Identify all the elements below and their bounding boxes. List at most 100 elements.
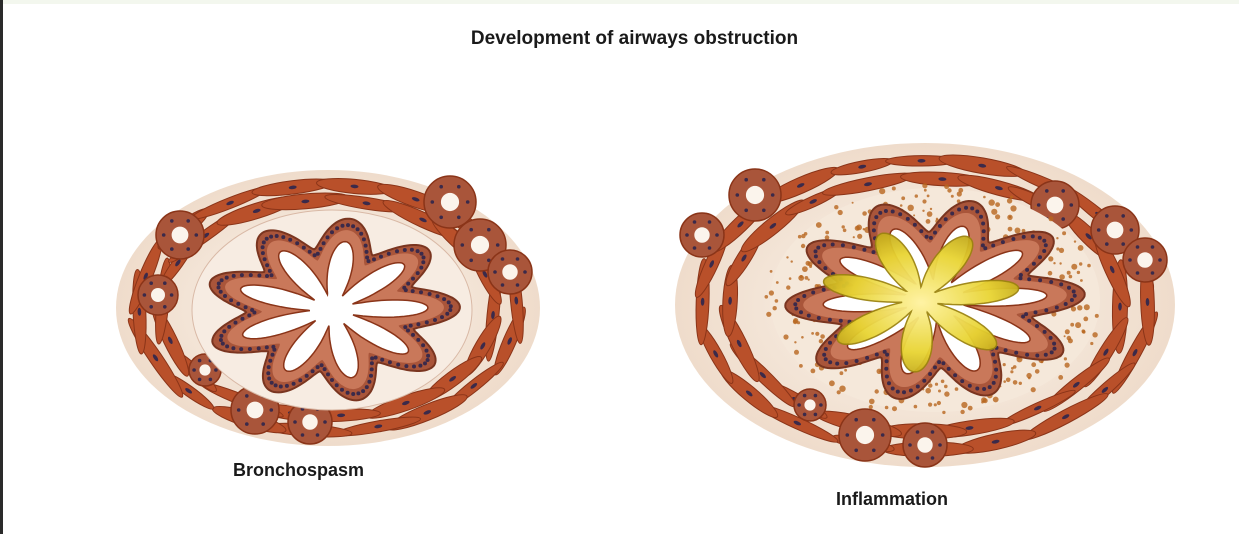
epithelial-nucleus (319, 247, 323, 251)
gland-nucleus (1121, 242, 1125, 246)
epithelial-nucleus (416, 249, 420, 253)
inflammatory-spot (1087, 264, 1091, 268)
inflammatory-spot (957, 191, 962, 196)
epithelial-nucleus (982, 387, 986, 391)
epithelial-nucleus (1032, 262, 1036, 266)
inflammatory-spot (786, 285, 790, 289)
epithelial-nucleus (1038, 278, 1042, 282)
epithelial-nucleus (831, 243, 835, 247)
top-border (0, 0, 1239, 4)
inflammatory-spot (1010, 205, 1016, 211)
inflammatory-spot (802, 266, 808, 272)
inflammatory-spot (855, 226, 860, 231)
epithelial-nucleus (1072, 290, 1076, 294)
gland-lumen (199, 364, 210, 375)
epithelial-nucleus (442, 297, 446, 301)
epithelial-nucleus (219, 290, 223, 294)
epithelial-nucleus (269, 235, 273, 239)
epithelial-nucleus (372, 257, 376, 261)
epithelial-nucleus (991, 353, 995, 357)
epithelial-nucleus (262, 240, 266, 244)
epithelial-nucleus (1027, 319, 1031, 323)
epithelial-nucleus (270, 273, 274, 277)
bronchospasm-illustration (110, 160, 550, 450)
inflammatory-spot (1049, 216, 1054, 221)
inflammatory-spot (922, 183, 927, 188)
inflammatory-spot (1035, 206, 1037, 208)
gland-lumen (172, 227, 189, 244)
gland-nucleus (715, 233, 719, 237)
inflammatory-spot (1003, 380, 1006, 383)
gland-lumen (247, 402, 264, 419)
gland-lumen (694, 227, 709, 242)
inflammatory-spot (1026, 373, 1031, 378)
inflammatory-spot (1031, 362, 1036, 367)
epithelial-nucleus (1038, 255, 1042, 259)
gland-nucleus (881, 433, 885, 437)
epithelial-nucleus (448, 308, 452, 312)
gland-nucleus (301, 433, 305, 437)
epithelial-nucleus (222, 329, 226, 333)
gland-lumen (856, 426, 874, 444)
gland-nucleus (1097, 228, 1101, 232)
epithelial-nucleus (217, 282, 221, 286)
gland-nucleus (493, 270, 497, 274)
inflammatory-spot (924, 189, 927, 192)
gland-lumen (1047, 197, 1064, 214)
gland-nucleus (685, 233, 689, 237)
epithelial-nucleus (933, 231, 937, 235)
epithelial-nucleus (799, 310, 803, 314)
gland-nucleus (854, 449, 858, 453)
inflammatory-spot (1006, 378, 1011, 383)
gland-nucleus (496, 243, 500, 247)
epithelial-nucleus (1067, 286, 1071, 290)
gland-lumen (804, 399, 815, 410)
epithelial-nucleus (872, 221, 876, 225)
inflammatory-spot (1008, 227, 1013, 232)
inflammatory-spot (783, 334, 788, 339)
gland-nucleus (931, 430, 935, 434)
epithelial-nucleus (270, 381, 274, 385)
inflammatory-spot (1069, 275, 1073, 279)
epithelial-nucleus (872, 228, 876, 232)
epithelial-nucleus (220, 278, 224, 282)
inflammatory-spot (1041, 361, 1044, 364)
epithelial-nucleus (302, 246, 306, 250)
gland-nucleus (1158, 258, 1162, 262)
epithelial-nucleus (929, 236, 933, 240)
gland-nucleus (908, 443, 912, 447)
epithelial-nucleus (1019, 276, 1023, 280)
inflammatory-spot (991, 209, 997, 215)
inflammatory-spot (944, 385, 948, 389)
gland-nucleus (744, 209, 748, 213)
gland-nucleus (1105, 242, 1109, 246)
epithelial-nucleus (440, 315, 444, 319)
inflammatory-spot (789, 277, 792, 280)
epithelial-nucleus (828, 360, 832, 364)
gland-nucleus (938, 443, 942, 447)
epithelial-nucleus (223, 294, 227, 298)
inflammatory-spot (901, 196, 905, 200)
inflammatory-spot (922, 199, 926, 203)
epithelial-nucleus (979, 215, 983, 219)
inflammatory-spot (863, 228, 865, 230)
epithelial-nucleus (874, 215, 878, 219)
epithelial-nucleus (411, 277, 415, 281)
epithelial-nucleus (365, 256, 369, 260)
gland-nucleus (931, 456, 935, 460)
gland-nucleus (693, 246, 697, 250)
inflammatory-spot (1067, 336, 1072, 341)
epithelial-nucleus (261, 245, 265, 249)
epithelial-nucleus (884, 209, 888, 213)
gland-nucleus (261, 422, 265, 426)
inflammatory-spot (1056, 237, 1058, 239)
inflammatory-spot (1011, 367, 1014, 370)
inflammatory-spot (1095, 314, 1099, 318)
epithelial-nucleus (822, 353, 826, 357)
epithelial-nucleus (1025, 268, 1029, 272)
epithelial-nucleus (811, 291, 815, 295)
epithelial-nucleus (1004, 348, 1008, 352)
gland-lumen (471, 236, 489, 254)
epithelial-nucleus (421, 343, 425, 347)
epithelial-nucleus (419, 266, 423, 270)
